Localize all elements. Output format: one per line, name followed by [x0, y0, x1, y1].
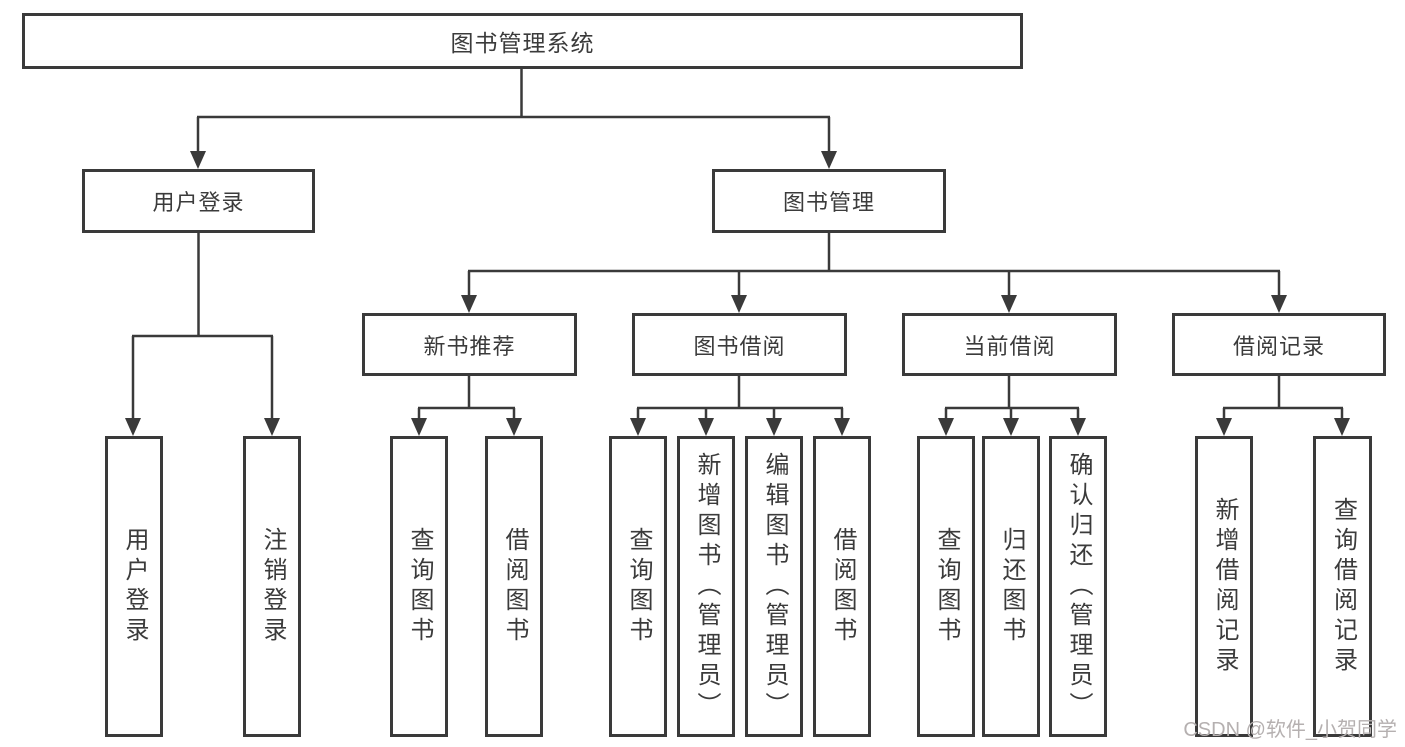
node-root: 图书管理系统	[22, 13, 1023, 69]
watermark-text: CSDN @软件_小贺同学	[1183, 719, 1397, 741]
node-user-login-leaf: 用户登录	[105, 436, 163, 737]
node-new-books: 新书推荐	[362, 313, 577, 376]
node-borrow-borrow-leaf: 借阅图书	[813, 436, 871, 737]
node-borrow-records: 借阅记录	[1172, 313, 1386, 376]
node-newbooks-query-leaf: 查询图书	[390, 436, 448, 737]
node-current-confirm-leaf: 确认归还（管理员）	[1049, 436, 1107, 737]
node-newbooks-borrow-leaf: 借阅图书	[485, 436, 543, 737]
node-current-return-leaf: 归还图书	[982, 436, 1040, 737]
node-user-login: 用户登录	[82, 169, 315, 233]
node-borrow-edit-leaf: 编辑图书（管理员）	[745, 436, 803, 737]
node-records-add-leaf: 新增借阅记录	[1195, 436, 1253, 737]
node-borrow-add-leaf: 新增图书（管理员）	[677, 436, 735, 737]
node-current-query-leaf: 查询图书	[917, 436, 975, 737]
node-borrow-query-leaf: 查询图书	[609, 436, 667, 737]
node-book-borrow: 图书借阅	[632, 313, 847, 376]
node-current-borrow: 当前借阅	[902, 313, 1117, 376]
connector-lines	[131, 69, 1344, 421]
node-records-query-leaf: 查询借阅记录	[1313, 436, 1372, 737]
node-logout-leaf: 注销登录	[243, 436, 301, 737]
node-book-mgmt: 图书管理	[712, 169, 946, 233]
